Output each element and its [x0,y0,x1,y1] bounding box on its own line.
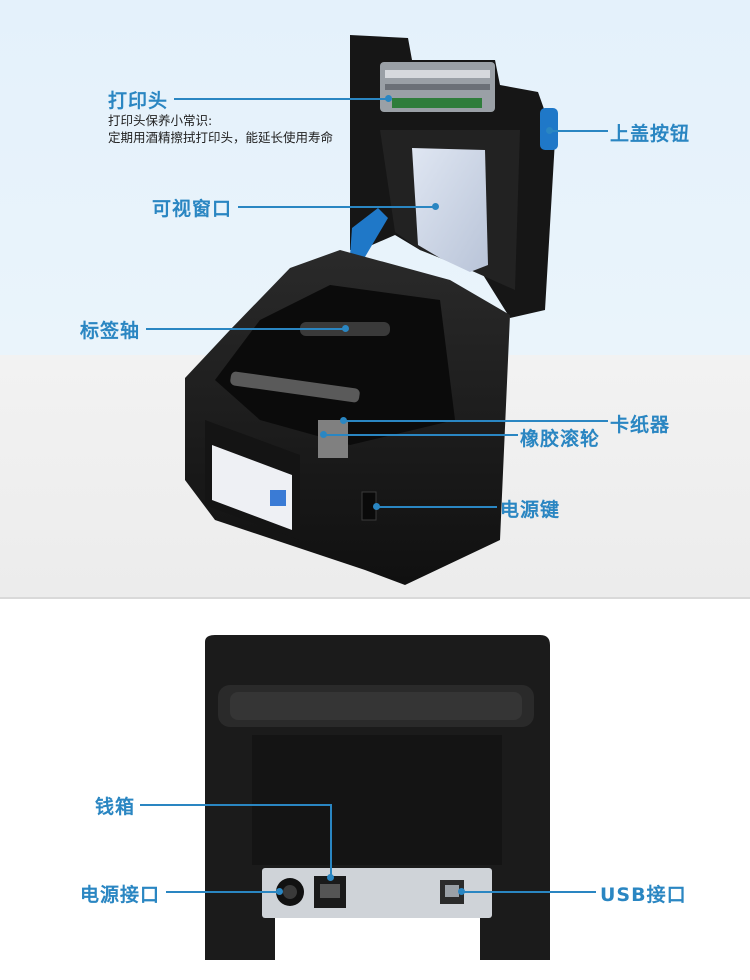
line-cash-drawer-h [140,804,332,806]
label-rubber-roller: 橡胶滚轮 [520,428,601,450]
dot-top-cover-button [546,127,553,134]
dot-paper-guide [340,417,347,424]
label-print-head: 打印头 [108,90,169,112]
line-label-shaft [146,328,344,330]
printer-open-illustration [185,35,558,585]
dot-power-key [373,503,380,510]
line-top-cover-button [550,130,608,132]
line-cash-drawer-v [330,804,332,878]
print-head-note-title: 打印头保养小常识: [108,113,213,128]
line-paper-guide [346,420,608,422]
label-power-key: 电源键 [500,499,561,521]
line-power-port [166,891,278,893]
label-top-cover-button: 上盖按钮 [610,123,691,145]
label-paper-guide: 卡纸器 [610,414,671,436]
line-rubber-roller [326,434,518,436]
label-view-window: 可视窗口 [152,198,233,220]
line-view-window [238,206,434,208]
dot-cash-drawer [327,874,334,881]
dot-label-shaft [342,325,349,332]
dot-usb-port [458,888,465,895]
line-power-key [379,506,497,508]
bottom-background [0,598,750,980]
line-print-head [174,98,388,100]
print-head-note-body: 定期用酒精擦拭打印头，能延长使用寿命 [108,130,334,145]
dot-rubber-roller [320,431,327,438]
label-label-shaft: 标签轴 [80,320,141,342]
dot-power-port [276,888,283,895]
label-cash-drawer: 钱箱 [95,796,136,818]
dot-print-head [385,95,392,102]
label-power-port: 电源接口 [80,884,161,906]
dot-view-window [432,203,439,210]
line-usb-port [464,891,596,893]
label-usb-port: USB接口 [600,884,687,906]
section-divider [0,597,750,599]
